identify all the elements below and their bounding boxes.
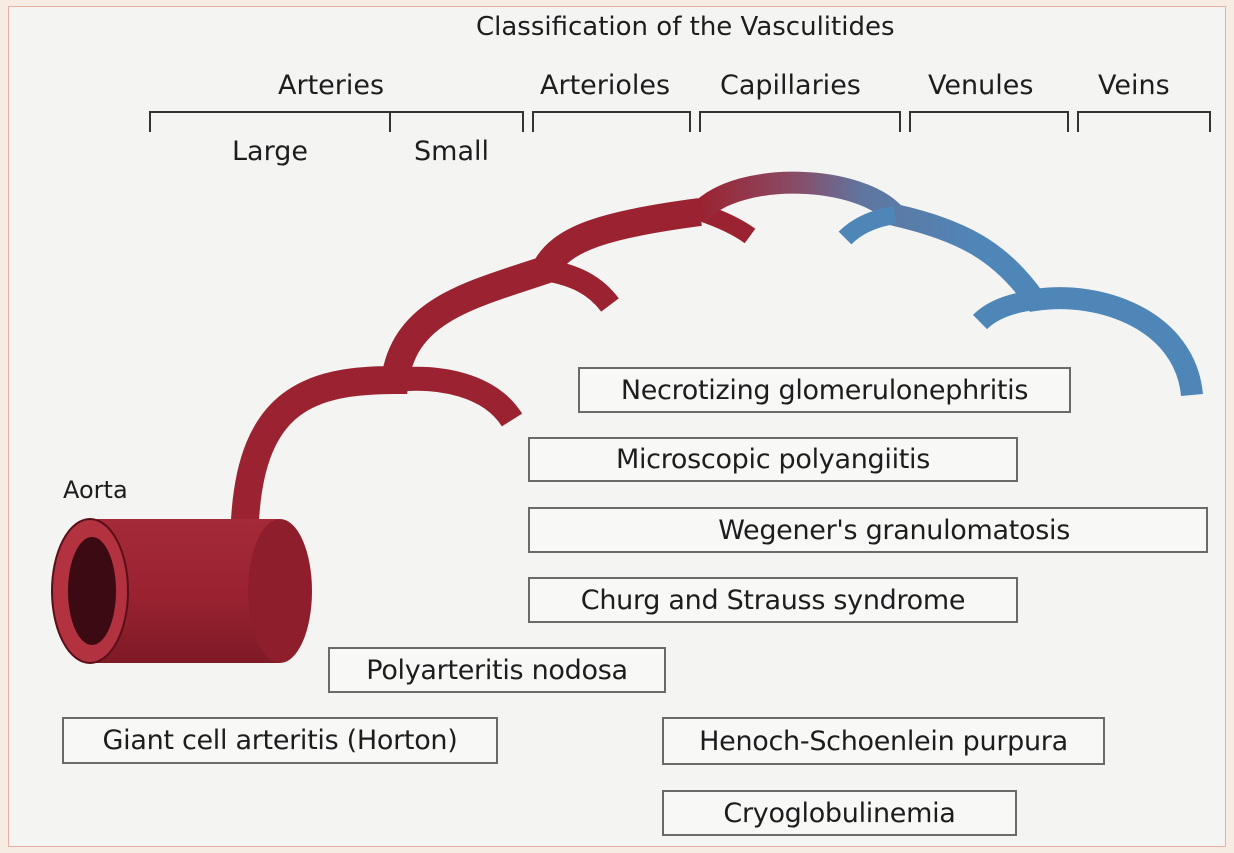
diagram-title: Classification of the Vasculitides: [476, 12, 895, 42]
header-brackets: [150, 112, 1210, 132]
disease-churg-strauss-syndrome: Churg and Strauss syndrome: [528, 577, 1018, 623]
bracket-venules: [910, 112, 1068, 132]
disease-microscopic-polyangiitis: Microscopic polyangiitis: [528, 437, 1018, 482]
aorta-label: Aorta: [63, 476, 128, 504]
aorta-lumen: [68, 537, 116, 645]
vein-branch: [980, 300, 1035, 322]
disease-polyarteritis-nodosa: Polyarteritis nodosa: [328, 647, 666, 693]
header-arteries: Arteries: [278, 70, 384, 101]
header-arterioles: Arterioles: [540, 70, 670, 101]
aorta-cylinder: [52, 519, 312, 663]
disease-henoch-schoenlein-purpura: Henoch-Schoenlein purpura: [662, 717, 1105, 765]
disease-wegeners-granulomatosis: Wegener's granulomatosis: [528, 507, 1208, 553]
disease-necrotizing-glomerulonephritis: Necrotizing glomerulonephritis: [578, 367, 1071, 413]
bracket-capillaries: [700, 112, 900, 132]
subheader-large: Large: [232, 136, 308, 167]
bracket-arteries: [150, 112, 523, 132]
capillary-venous-arch: [700, 183, 1192, 395]
header-veins: Veins: [1098, 70, 1170, 101]
header-capillaries: Capillaries: [720, 70, 861, 101]
artery-branch-1: [395, 379, 512, 420]
venule-branch: [845, 215, 895, 238]
aorta-far-end: [248, 519, 312, 663]
bracket-veins: [1078, 112, 1210, 132]
disease-giant-cell-arteritis: Giant cell arteritis (Horton): [62, 717, 498, 764]
artery-branch-2: [545, 270, 610, 305]
subheader-small: Small: [414, 136, 489, 167]
header-venules: Venules: [928, 70, 1033, 101]
bracket-arterioles: [533, 112, 690, 132]
disease-cryoglobulinemia: Cryoglobulinemia: [662, 790, 1017, 836]
